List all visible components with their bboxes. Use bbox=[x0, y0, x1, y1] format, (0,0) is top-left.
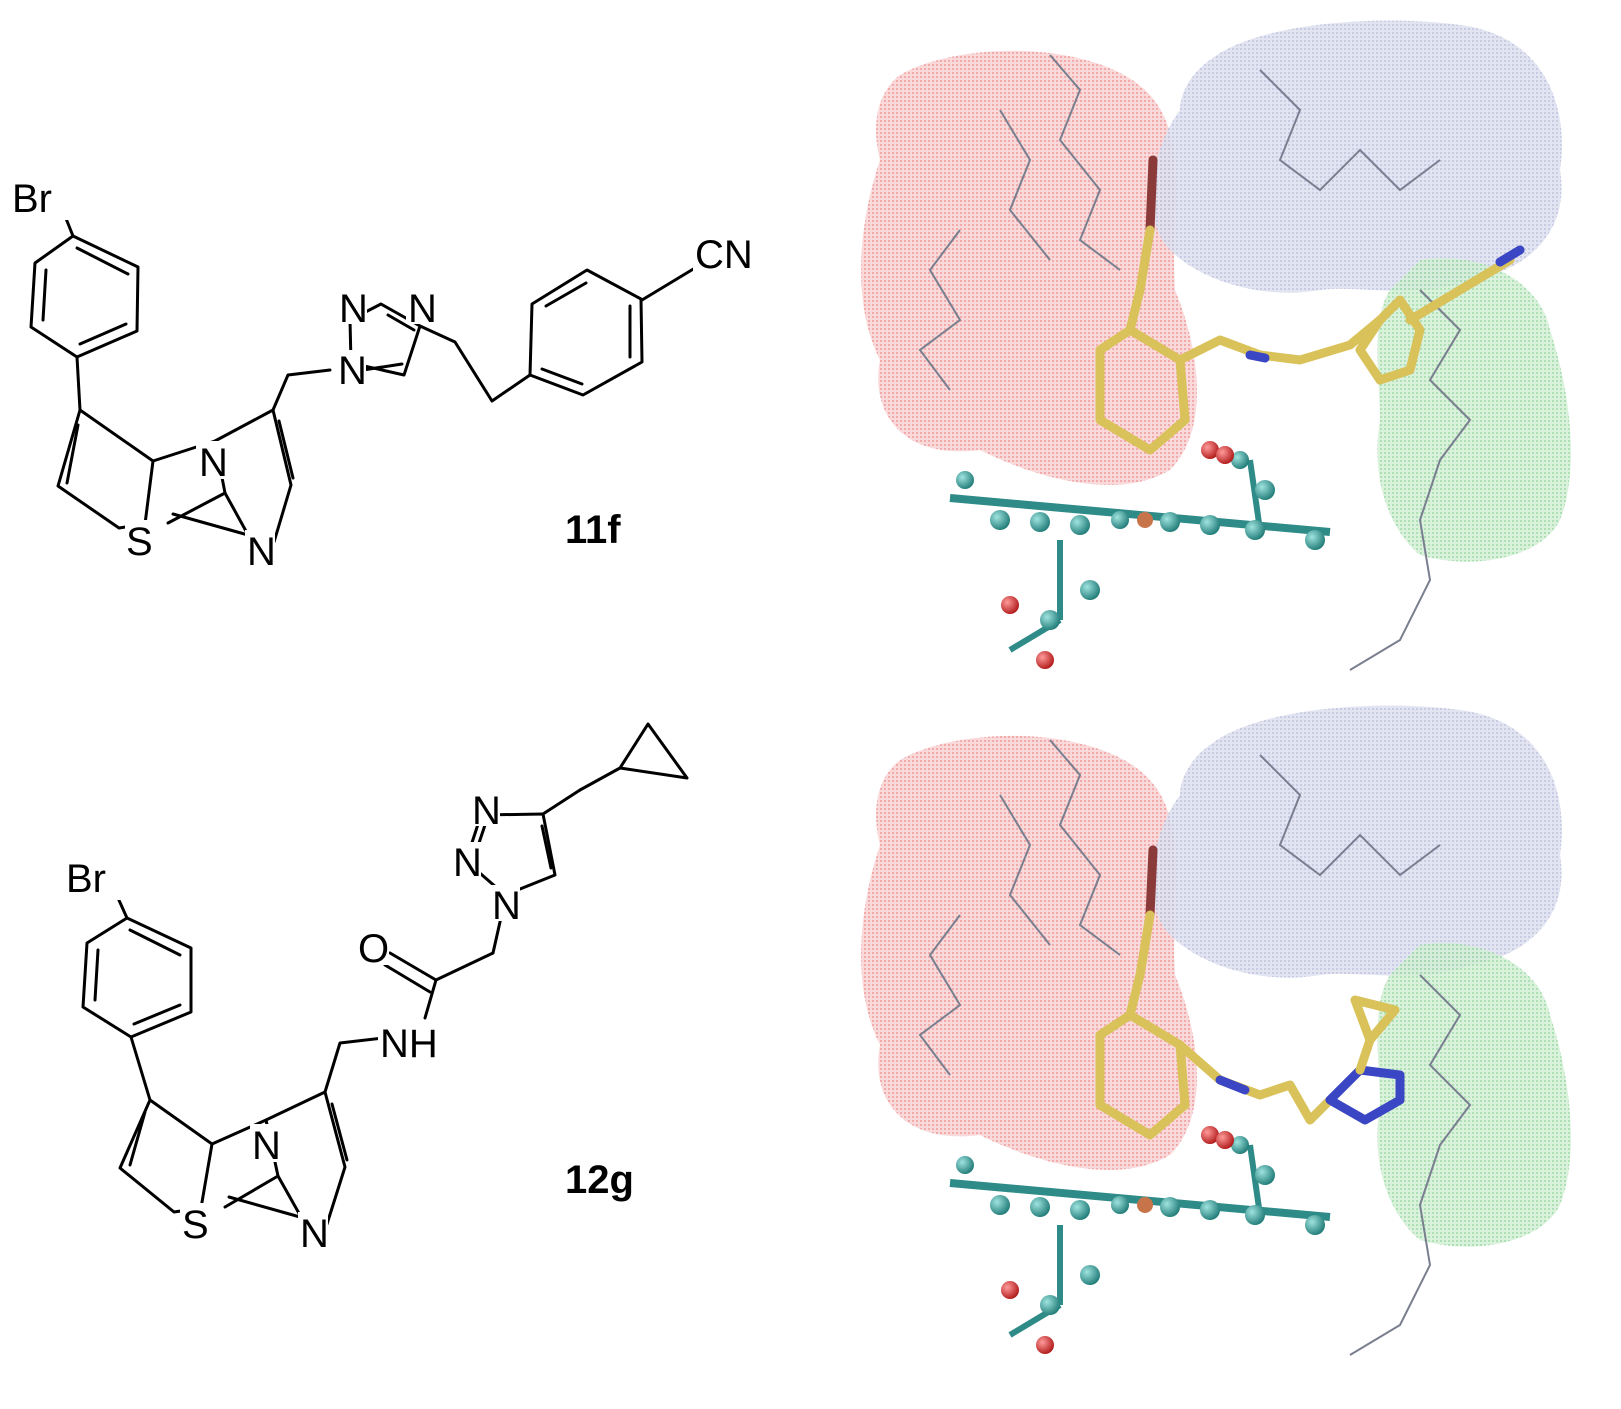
triazole-n3-label: N bbox=[408, 287, 437, 331]
nitrile-label: CN bbox=[695, 233, 753, 277]
triazole-n1-label: N bbox=[492, 884, 521, 928]
green-surface bbox=[1377, 943, 1571, 1247]
triazole-ring-11f bbox=[348, 302, 532, 403]
heme-group bbox=[949, 1126, 1331, 1354]
blue-surface bbox=[1151, 705, 1562, 978]
bromophenyl-ring-12g bbox=[81, 896, 193, 1102]
protein-sticks bbox=[918, 54, 1472, 671]
triazole-n2-label: N bbox=[453, 841, 482, 885]
binding-pose-12g bbox=[861, 705, 1571, 1356]
ligand-11f bbox=[1095, 155, 1525, 455]
cyclopropyl-12g bbox=[578, 722, 689, 792]
amide-linker-12g bbox=[383, 911, 504, 1020]
imidazothiazole-core-11f bbox=[56, 368, 332, 544]
imidazole-nitrogen-label: N bbox=[247, 530, 276, 574]
triazole-n3-label: N bbox=[472, 789, 501, 833]
ligand-12g bbox=[1095, 845, 1405, 1140]
bromophenyl-ring-11f bbox=[29, 214, 140, 412]
sulfur-label: S bbox=[126, 520, 153, 564]
compound-label-11f: 11f bbox=[565, 508, 621, 552]
amide-nh-label: NH bbox=[380, 1022, 438, 1066]
structure-11f: Br S N N N N N CN 11f bbox=[10, 177, 765, 574]
compound-label-12g: 12g bbox=[565, 1158, 634, 1202]
carbonyl-oxygen-label: O bbox=[358, 927, 389, 971]
cyanophenyl-ring-11f bbox=[528, 266, 697, 397]
structure-12g: Br S N N NH O N N N 12g bbox=[64, 722, 689, 1256]
bromine-label: Br bbox=[12, 177, 52, 221]
bridge-nitrogen-label: N bbox=[199, 441, 228, 485]
binding-pose-11f bbox=[861, 20, 1571, 671]
triazole-n1-label: N bbox=[338, 349, 367, 393]
blue-surface bbox=[1151, 20, 1562, 293]
triazole-n2-label: N bbox=[339, 287, 368, 331]
imidazole-nitrogen-label: N bbox=[300, 1212, 329, 1256]
bridge-nitrogen-label: N bbox=[252, 1124, 281, 1168]
protein-sticks bbox=[918, 739, 1472, 1356]
red-surface bbox=[861, 735, 1197, 1170]
red-surface bbox=[861, 50, 1197, 485]
bromine-label: Br bbox=[66, 857, 106, 901]
green-surface bbox=[1377, 258, 1571, 562]
heme-group bbox=[949, 441, 1331, 669]
sulfur-label: S bbox=[182, 1203, 209, 1247]
